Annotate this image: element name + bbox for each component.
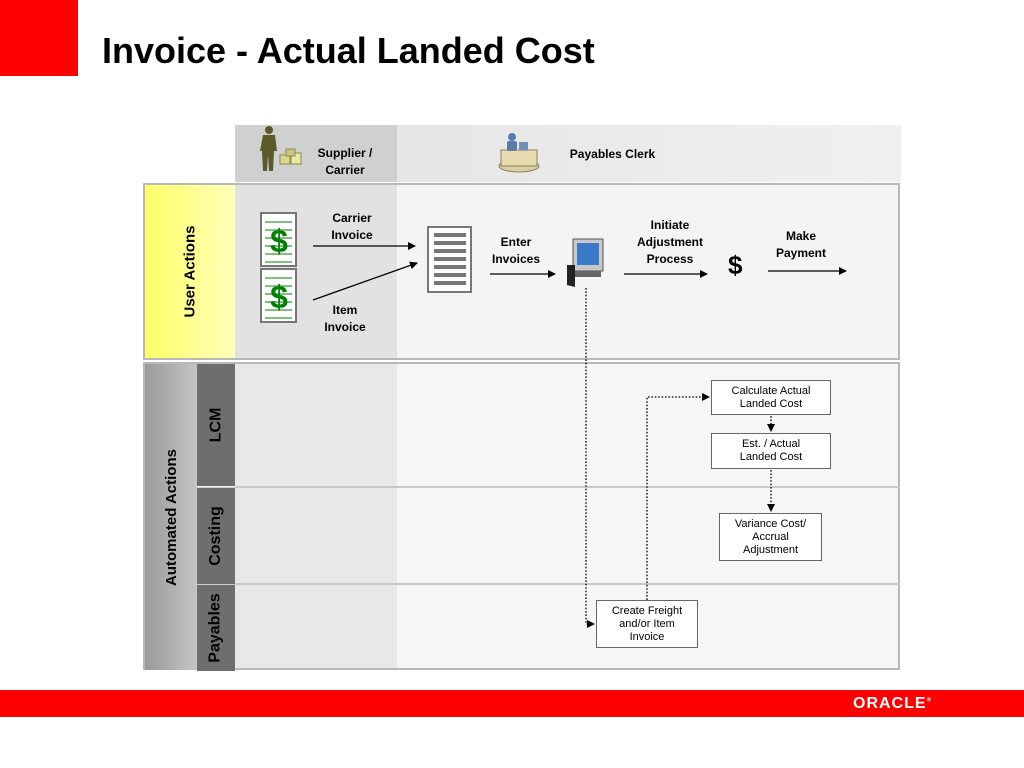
- item-invoice-label: Item Invoice: [324, 303, 366, 334]
- brand-red-square: [0, 0, 78, 76]
- automated-actions-label: Automated Actions: [145, 364, 197, 670]
- invoice-dollar-icon: $: [260, 212, 297, 267]
- supplier-column-automated: [235, 364, 397, 668]
- user-actions-label: User Actions: [145, 185, 235, 358]
- create-freight-invoice-box: Create Freight and/or Item Invoice: [596, 600, 698, 648]
- invoice-dollar-icon: $: [260, 268, 297, 323]
- initiate-adjustment-label: Initiate Adjustment Process: [637, 218, 703, 266]
- page-title: Invoice - Actual Landed Cost: [102, 30, 595, 71]
- lcm-lane-label: LCM: [197, 364, 235, 486]
- calculate-actual-landed-cost-box: Calculate Actual Landed Cost: [711, 380, 831, 415]
- invoice-document-icon: [427, 226, 472, 293]
- computer-icon: [567, 238, 604, 287]
- supplier-person-icon: [260, 126, 302, 171]
- supplier-column-header: [235, 125, 397, 182]
- lane-divider: [235, 583, 900, 585]
- est-actual-landed-cost-box: Est. / Actual Landed Cost: [711, 433, 831, 469]
- payables-lane-label: Payables: [197, 584, 235, 671]
- payables-clerk-icon: [498, 133, 540, 173]
- footer-red-bar: [0, 690, 1024, 717]
- carrier-invoice-label: Carrier Invoice: [331, 211, 373, 242]
- make-payment-label: Make Payment: [775, 229, 827, 260]
- costing-lane-label: Costing: [197, 487, 235, 584]
- svg-text:$: $: [270, 223, 288, 259]
- enter-invoices-label: Enter Invoices: [491, 235, 541, 266]
- dollar-sign-icon: $: [728, 250, 743, 280]
- oracle-logo: ORACLE®: [853, 695, 932, 712]
- svg-text:$: $: [270, 279, 288, 315]
- supplier-role-label: Supplier / Carrier: [317, 146, 373, 177]
- variance-cost-accrual-box: Variance Cost/ Accrual Adjustment: [719, 513, 822, 561]
- lane-divider: [235, 486, 900, 488]
- payables-clerk-role-label: Payables Clerk: [569, 147, 656, 161]
